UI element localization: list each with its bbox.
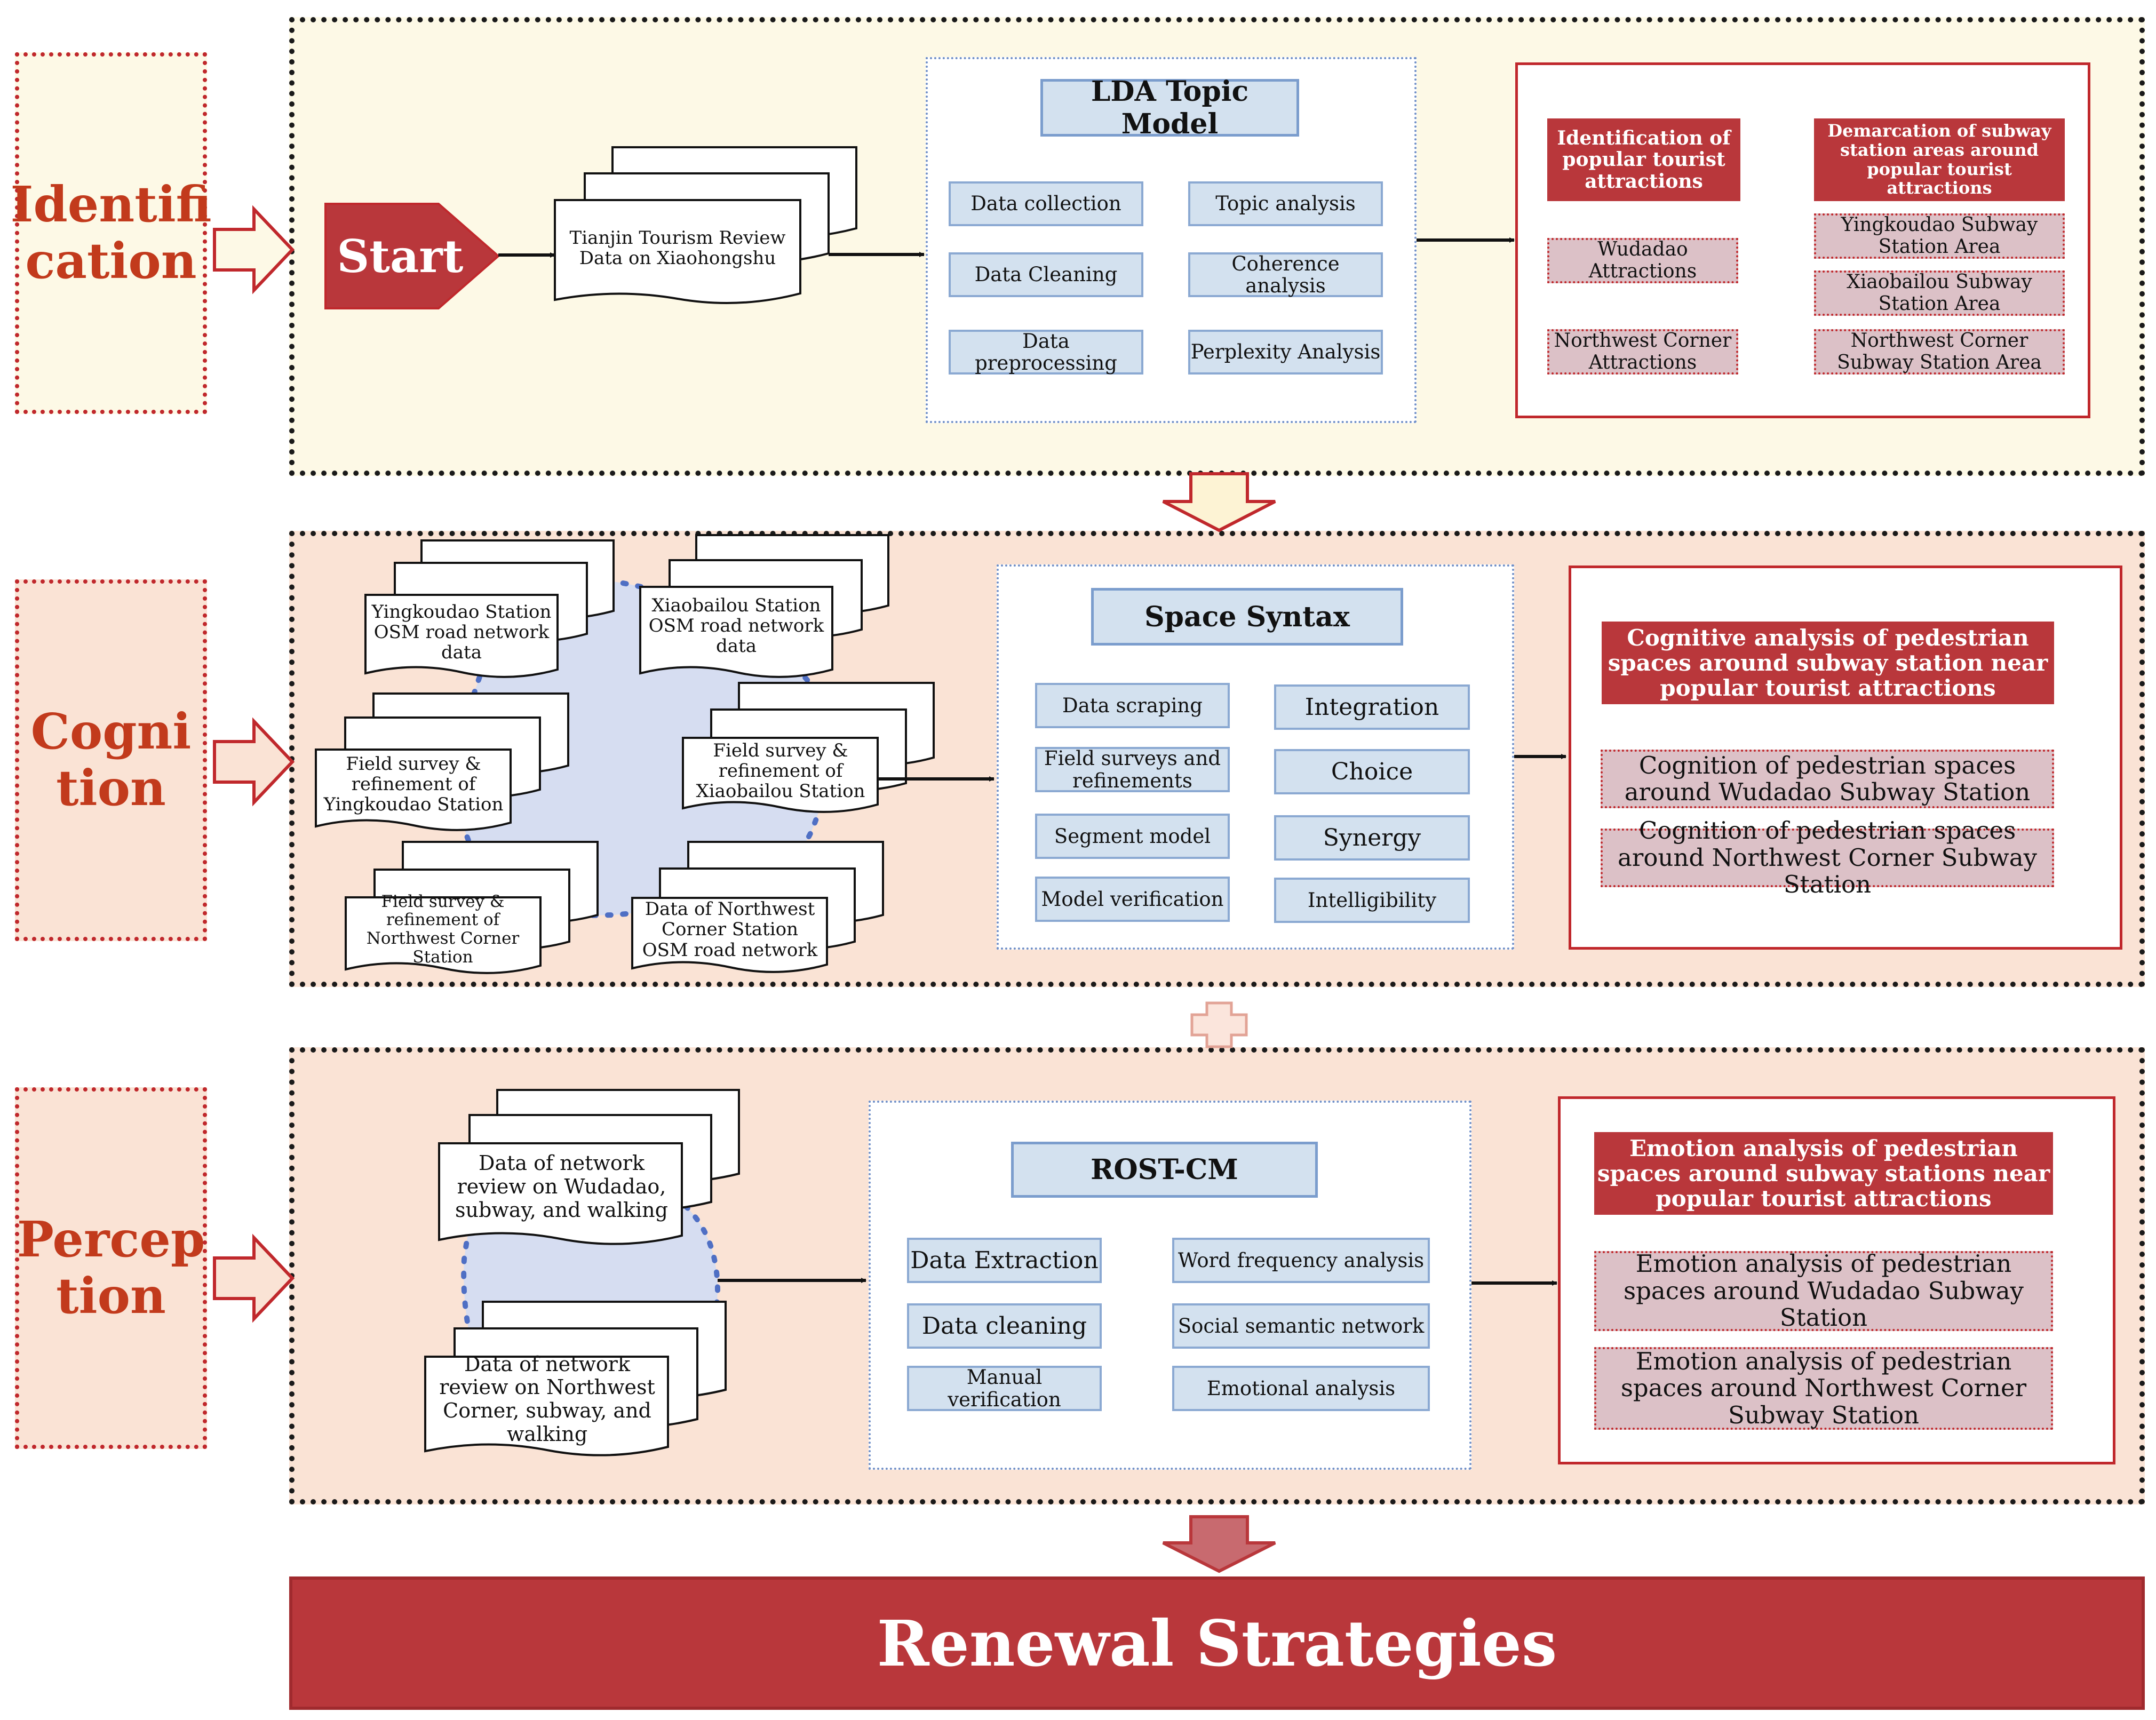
lda-step-data-cleaning: Data Cleaning [949, 252, 1143, 297]
result-head-demarcation: Demarcation of subway station areas arou… [1814, 118, 2065, 201]
doc-xiaobailou-osm: Xiaobailou Station OSM road network data [648, 594, 824, 657]
space-syntax-title: Space Syntax [1091, 588, 1403, 646]
block-arrow-perception [213, 1233, 295, 1323]
lda-step-coherence-analysis: Coherence analysis [1188, 252, 1383, 297]
start-label[interactable]: Start [337, 229, 464, 283]
rost-step-emotional-analysis: Emotional analysis [1172, 1366, 1430, 1411]
lda-step-topic-analysis: Topic analysis [1188, 181, 1383, 226]
doc-review-wudadao: Data of network review on Wudadao, subwa… [455, 1151, 668, 1222]
syntax-step-segment-model: Segment model [1035, 814, 1230, 859]
doc-field-yingkoudao: Field survey & refinement of Yingkoudao … [323, 753, 504, 816]
lda-step-data-collection: Data collection [949, 181, 1143, 226]
syntax-step-data-scraping: Data scraping [1035, 683, 1230, 728]
lda-step-perplexity-analysis: Perplexity Analysis [1188, 330, 1383, 375]
rost-cm-title: ROST-CM [1011, 1142, 1318, 1198]
perception-result-head: Emotion analysis of pedestrian spaces ar… [1594, 1132, 2053, 1215]
syntax-metric-integration: Integration [1274, 684, 1470, 730]
syntax-metric-synergy: Synergy [1274, 815, 1470, 861]
cognition-result-northwest: Cognition of pedestrian spaces around No… [1601, 817, 2054, 898]
block-arrow-cognition [213, 717, 295, 807]
start-shape [324, 203, 500, 309]
cognition-result-head: Cognitive analysis of pedestrian spaces … [1602, 622, 2054, 704]
down-arrow-final [1162, 1515, 1276, 1573]
syntax-step-field-surveys: Field surveys and refinements [1035, 747, 1230, 792]
attraction-northwest-corner: Northwest Corner Attractions [1547, 329, 1738, 375]
lda-title: LDA Topic Model [1040, 75, 1299, 140]
doc-northwest-osm: Data of Northwest Corner Station OSM roa… [642, 898, 818, 961]
area-xiaobailou: Xiaobailou Subway Station Area [1814, 270, 2065, 316]
doc-yingkoudao-osm: Yingkoudao Station OSM road network data [371, 601, 552, 664]
doc-field-northwest: Field survey & refinement of Northwest C… [366, 891, 520, 967]
rost-step-manual-verification: Manual verification [907, 1366, 1102, 1411]
block-arrow-identification [213, 205, 295, 294]
down-arrow-1 [1162, 472, 1276, 532]
perception-result-wudadao: Emotion analysis of pedestrian spaces ar… [1594, 1251, 2053, 1331]
doc-review-northwest: Data of network review on Northwest Corn… [439, 1352, 655, 1446]
rost-step-data-cleaning: Data cleaning [907, 1303, 1102, 1349]
syntax-metric-intelligibility: Intelligibility [1274, 878, 1470, 923]
cognition-result-wudadao: Cognition of pedestrian spaces around Wu… [1601, 750, 2054, 808]
plus-connector [1190, 1001, 1248, 1048]
rost-step-word-frequency: Word frequency analysis [1172, 1238, 1430, 1283]
syntax-step-model-verification: Model verification [1035, 877, 1230, 922]
syntax-metric-choice: Choice [1274, 749, 1470, 794]
stage-label-cognition: Cogni tion [15, 579, 207, 941]
rost-step-data-extraction: Data Extraction [907, 1238, 1102, 1283]
stage-label-perception: Percep tion [15, 1087, 207, 1449]
lda-step-data-preprocessing: Data preprocessing [949, 330, 1143, 375]
area-northwest-corner: Northwest Corner Subway Station Area [1814, 329, 2065, 375]
attraction-wudadao: Wudadao Attractions [1547, 238, 1738, 283]
area-yingkoudao: Yingkoudao Subway Station Area [1814, 213, 2065, 259]
tourism-doc-stack [554, 146, 857, 304]
doc-field-xiaobailou: Field survey & refinement of Xiaobailou … [696, 739, 865, 802]
stage-label-identification: Identifi cation [10, 52, 212, 414]
rost-step-social-semantic: Social semantic network [1172, 1303, 1430, 1349]
tourism-review-doc-label: Tianjin Tourism Review Data on Xiaohongs… [569, 227, 786, 269]
result-head-identification: Identification of popular tourist attrac… [1547, 118, 1740, 201]
perception-result-northwest: Emotion analysis of pedestrian spaces ar… [1594, 1347, 2053, 1430]
renewal-strategies-banner: Renewal Strategies [289, 1576, 2145, 1710]
